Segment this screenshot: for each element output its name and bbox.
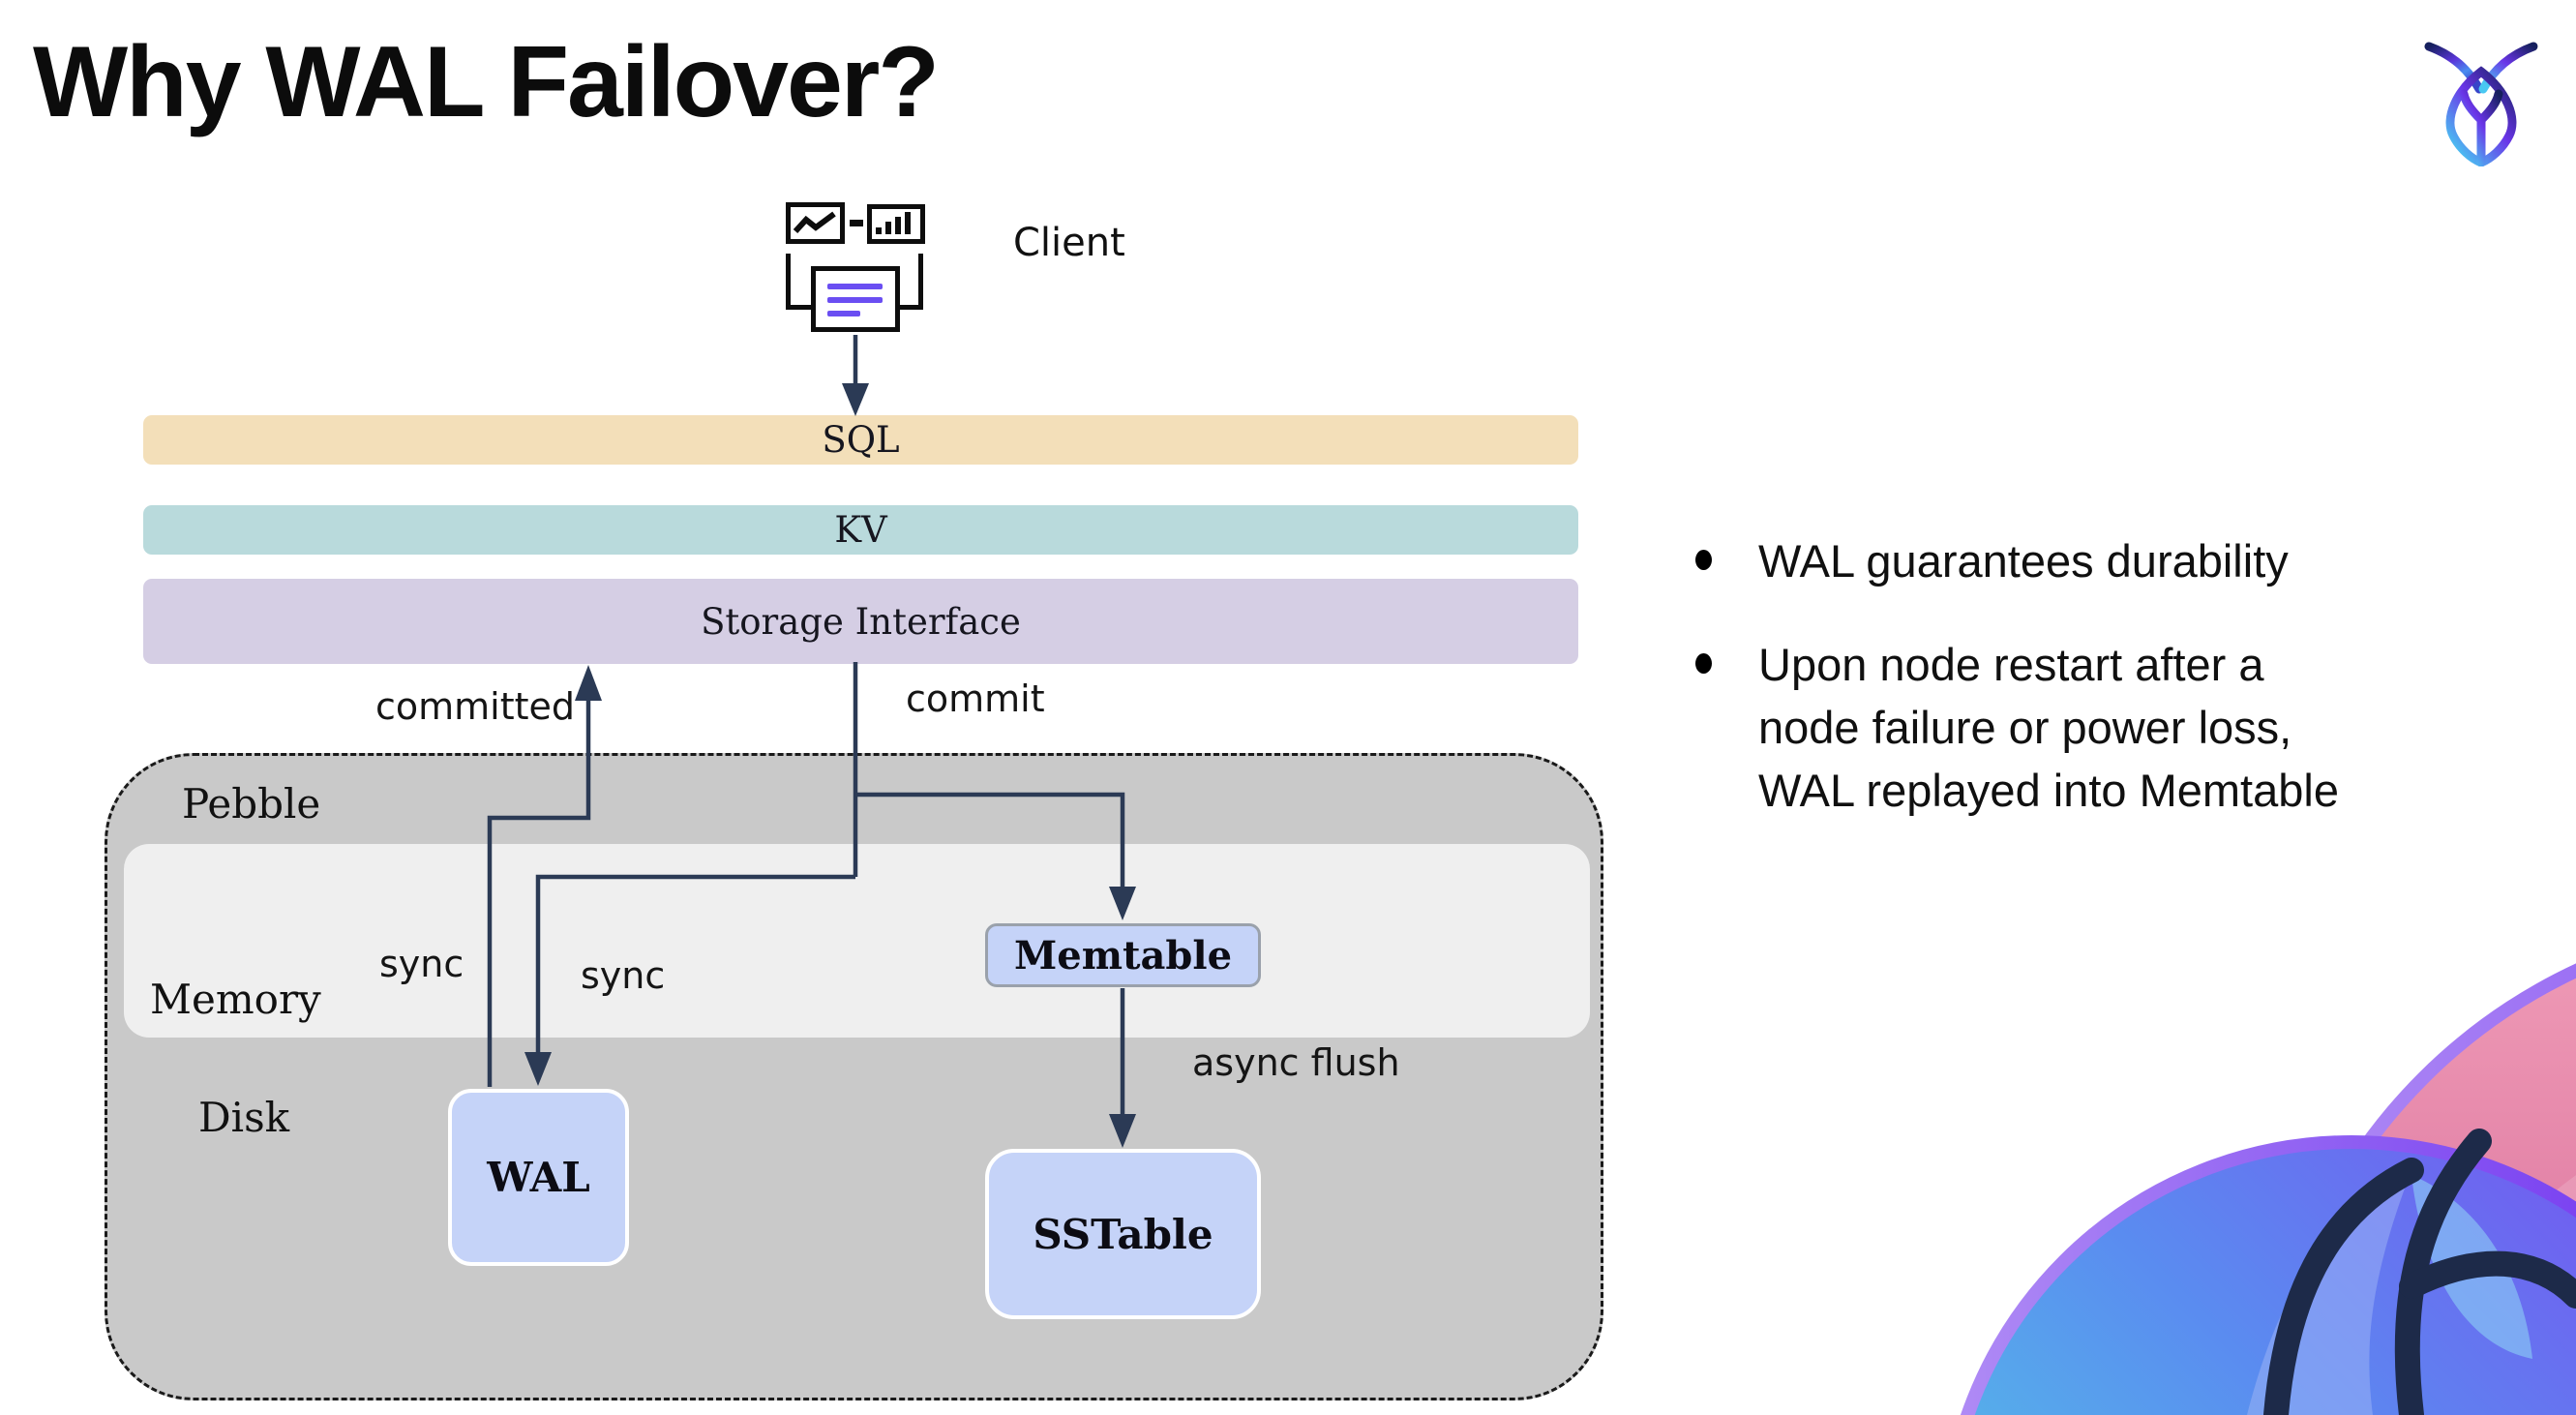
brand-art-graphic bbox=[1961, 963, 2576, 1415]
bullet-text: Upon node restart after a node failure o… bbox=[1758, 638, 2339, 816]
pebble-label: Pebble bbox=[182, 780, 321, 828]
bullet-list: WAL guarantees durability Upon node rest… bbox=[1695, 530, 2576, 862]
bracket-left bbox=[786, 254, 811, 310]
client-barchart-icon bbox=[867, 204, 925, 244]
memtable-node: Memtable bbox=[985, 923, 1261, 987]
barchart-glyph bbox=[876, 212, 911, 234]
doc-line-3 bbox=[827, 311, 860, 316]
art-bug-outline bbox=[2263, 1129, 2576, 1415]
layer-bar-kv: KV bbox=[143, 505, 1578, 555]
page-title: Why WAL Failover? bbox=[33, 26, 940, 138]
bracket-right bbox=[898, 254, 923, 310]
sstable-node: SSTable bbox=[985, 1149, 1261, 1319]
bullet-item: Upon node restart after a node failure o… bbox=[1695, 634, 2576, 823]
layer-bar-kv-label: KV bbox=[834, 509, 887, 551]
sstable-node-label: SSTable bbox=[1033, 1210, 1213, 1258]
client-linechart-icon bbox=[786, 202, 845, 244]
wal-node: WAL bbox=[448, 1089, 629, 1266]
layer-bar-sql-label: SQL bbox=[822, 419, 900, 461]
bullet-dot bbox=[1695, 550, 1712, 570]
sync-label-2: sync bbox=[581, 954, 666, 997]
bullet-dot bbox=[1695, 652, 1712, 674]
memory-label: Memory bbox=[150, 976, 321, 1023]
client-label: Client bbox=[1013, 221, 1125, 265]
doc-line-1 bbox=[827, 284, 883, 289]
layer-bar-storage-interface: Storage Interface bbox=[143, 579, 1578, 664]
memory-band bbox=[124, 844, 1590, 1038]
committed-label: committed bbox=[374, 685, 575, 728]
commit-label: commit bbox=[906, 677, 1045, 720]
layer-bar-storage-label: Storage Interface bbox=[701, 600, 1021, 643]
sync-label-1: sync bbox=[379, 943, 464, 985]
doc-line-2 bbox=[827, 297, 883, 303]
layer-bar-sql: SQL bbox=[143, 415, 1578, 465]
linechart-glyph bbox=[793, 211, 836, 234]
arrowhead-committed-up bbox=[575, 665, 602, 701]
memtable-node-label: Memtable bbox=[1013, 932, 1233, 978]
arrowhead-into-sql bbox=[842, 383, 869, 416]
client-document-icon bbox=[811, 266, 900, 332]
cockroachdb-logo-icon bbox=[2424, 42, 2538, 166]
icon-dash bbox=[850, 220, 863, 226]
bullet-text: WAL guarantees durability bbox=[1758, 535, 2289, 587]
wal-node-label: WAL bbox=[487, 1154, 590, 1201]
bullet-item: WAL guarantees durability bbox=[1695, 530, 2576, 593]
async-flush-label: async flush bbox=[1192, 1041, 1400, 1084]
disk-label: Disk bbox=[198, 1094, 290, 1141]
